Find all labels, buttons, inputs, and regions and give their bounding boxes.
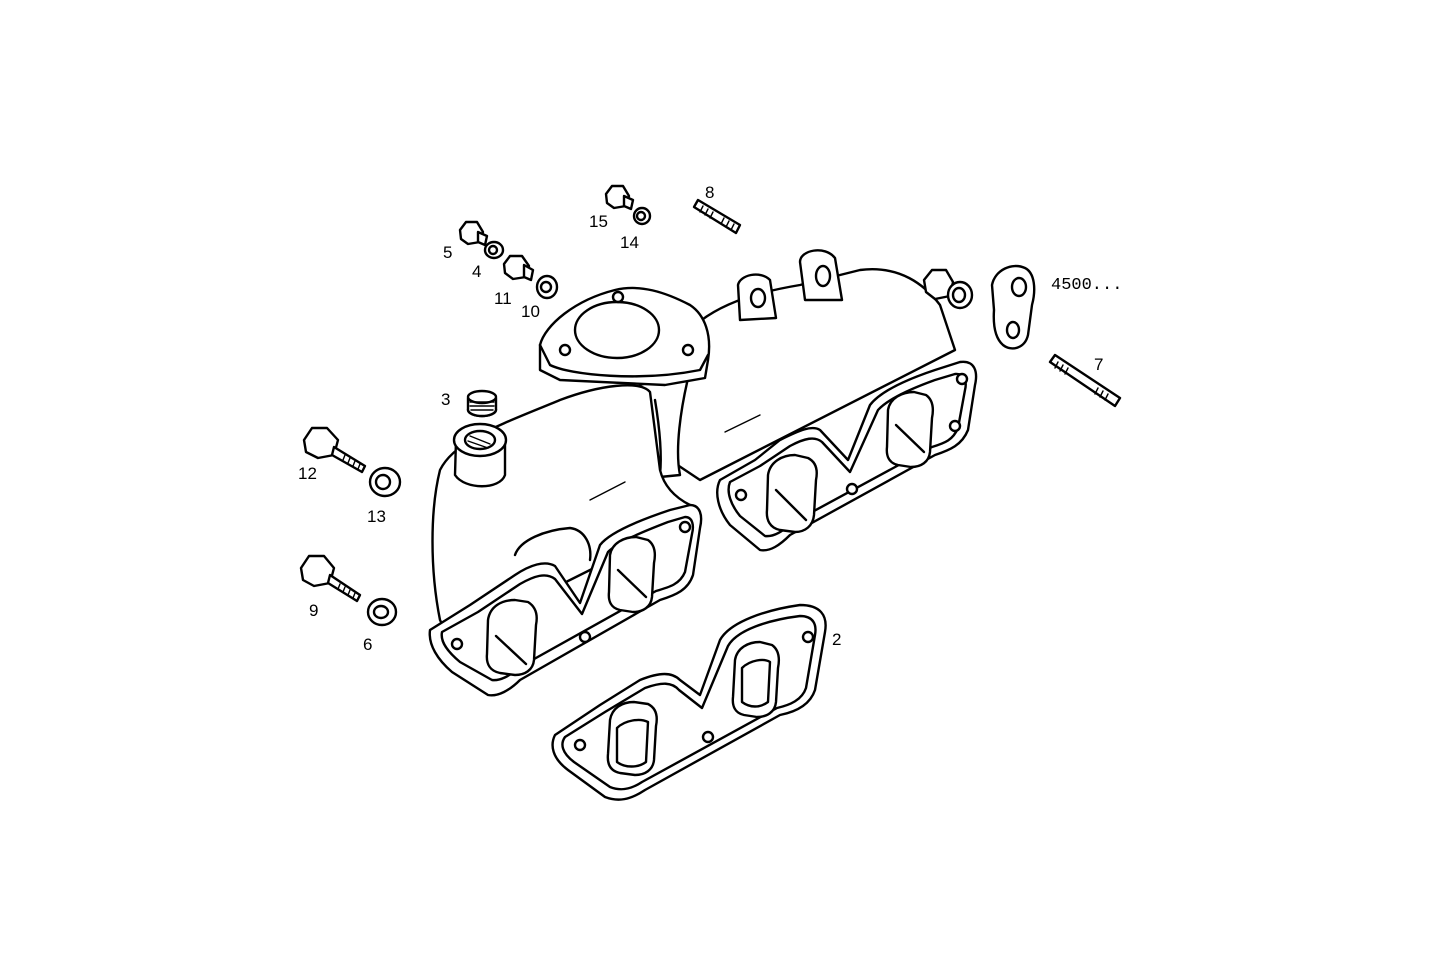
nut-part-rear	[922, 268, 974, 310]
nut-part-5	[458, 220, 489, 247]
label-part-14: 14	[620, 233, 639, 252]
nut-part-11	[502, 254, 535, 282]
label-part-4500: 4500...	[1051, 276, 1122, 295]
bracket-part-4500	[990, 264, 1036, 350]
washer-part-13	[368, 466, 402, 498]
bolt-part-12	[302, 426, 367, 474]
label-part-5: 5	[443, 243, 452, 262]
label-part-10: 10	[521, 302, 540, 321]
manifold-front	[428, 384, 703, 697]
label-part-9: 9	[309, 601, 318, 620]
manifold-gasket	[551, 603, 827, 801]
plug-part-3	[466, 389, 498, 418]
bolt-part-9	[299, 554, 362, 603]
manifold-rear	[667, 249, 978, 552]
washer-part-4	[483, 240, 505, 260]
washer-part-14	[632, 206, 652, 226]
stud-part-8	[692, 198, 742, 235]
label-part-6: 6	[363, 635, 372, 654]
part-labels: 2 3 4 5 6 7 8 9 10 11 12 13 14 15 4500..…	[298, 183, 1122, 654]
label-part-13: 13	[367, 507, 386, 526]
label-part-15: 15	[589, 212, 608, 231]
label-part-11: 11	[494, 289, 512, 308]
nut-part-15	[604, 184, 635, 211]
washer-part-10	[535, 274, 559, 300]
label-part-4: 4	[472, 262, 481, 281]
stud-part-7	[1048, 353, 1122, 408]
label-part-3: 3	[441, 390, 450, 409]
label-part-7: 7	[1094, 355, 1103, 374]
label-part-8: 8	[705, 183, 714, 202]
label-part-12: 12	[298, 464, 317, 483]
manifold-outlet-riser	[538, 286, 711, 480]
label-part-2: 2	[832, 630, 841, 649]
washer-part-6	[366, 597, 398, 627]
